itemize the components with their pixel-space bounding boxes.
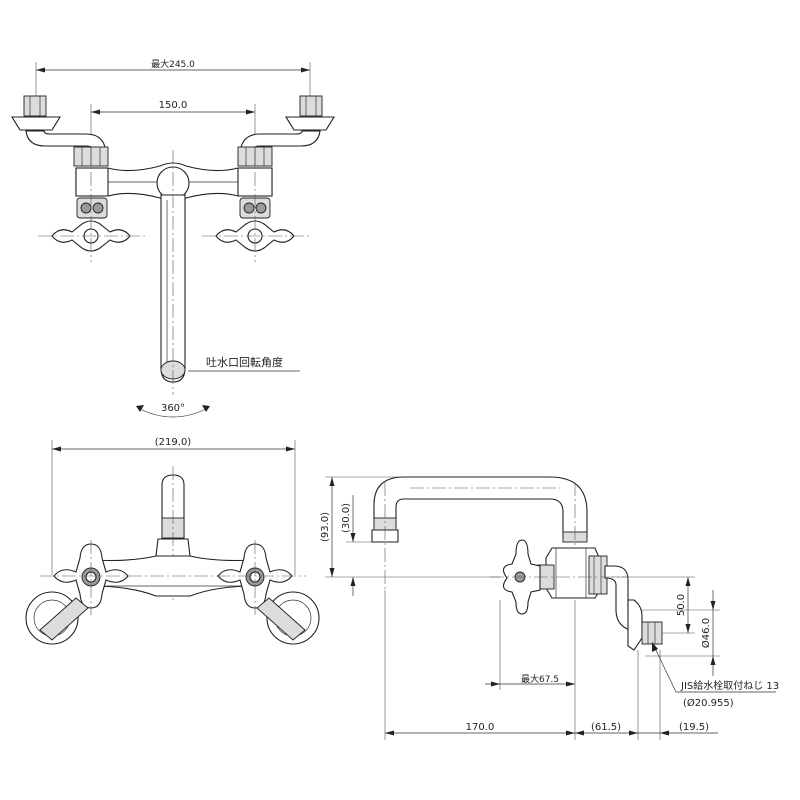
dimension-label: (93.0) bbox=[320, 512, 331, 542]
dimension-label: 50.0 bbox=[676, 594, 687, 616]
left-supply-connector bbox=[11, 95, 107, 157]
side-view: (93.0) (30.0) 最大67.5 bbox=[320, 476, 779, 740]
jis-thread-label: JIS給水栓取付ねじ 13 bbox=[680, 679, 779, 692]
top-view: 最大245.0 150.0 bbox=[11, 58, 335, 418]
front-view: (219.0) bbox=[25, 437, 320, 645]
dimension-max-245: 最大245.0 bbox=[35, 58, 311, 98]
dimension-label: 170.0 bbox=[466, 722, 495, 733]
dimension-diameter-46: Ø46.0 bbox=[640, 590, 720, 676]
spout-side bbox=[371, 476, 588, 590]
wall-elbow-side bbox=[604, 565, 663, 651]
jis-thread-diameter: (Ø20.955) bbox=[683, 697, 734, 709]
spout-front bbox=[155, 466, 191, 600]
right-handle-front bbox=[217, 543, 320, 645]
spout-top bbox=[156, 150, 190, 395]
spout-rotation-callout: 吐水口回転角度 360° bbox=[136, 355, 300, 418]
dimension-height-93: (93.0) bbox=[320, 476, 500, 578]
dimension-label: 最大245.0 bbox=[151, 58, 195, 70]
left-handle-front bbox=[25, 543, 129, 645]
valve-body-side bbox=[537, 547, 608, 599]
dimension-height-30: (30.0) bbox=[341, 495, 372, 596]
dimension-label: Ø46.0 bbox=[700, 618, 712, 648]
dimension-label: 150.0 bbox=[159, 100, 188, 111]
spout-rotation-title: 吐水口回転角度 bbox=[206, 355, 283, 369]
dimension-center-150: 150.0 bbox=[90, 100, 256, 150]
dimension-height-50: 50.0 bbox=[612, 576, 695, 634]
right-supply-connector bbox=[239, 95, 335, 157]
dimension-front-219: (219.0) bbox=[51, 437, 296, 575]
dimension-label: (19.5) bbox=[679, 722, 709, 733]
dimension-max-67-5: 最大67.5 bbox=[485, 600, 576, 740]
spout-rotation-angle: 360° bbox=[161, 403, 185, 414]
dimension-label: (30.0) bbox=[341, 503, 352, 533]
dimension-label: (61.5) bbox=[591, 722, 621, 733]
jis-thread-callout: JIS給水栓取付ねじ 13 (Ø20.955) bbox=[651, 641, 779, 709]
dimension-spout-reach: 170.0 (61.5) (19.5) bbox=[384, 590, 718, 740]
dimension-label: 最大67.5 bbox=[521, 673, 559, 685]
dimension-label: (219.0) bbox=[155, 437, 192, 448]
